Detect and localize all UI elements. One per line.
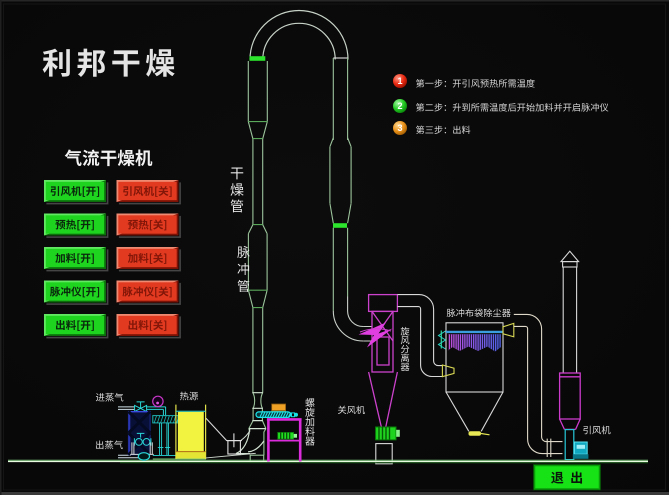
svg-text:3: 3 [397,123,402,133]
svg-text:1: 1 [397,76,402,86]
svg-text:2: 2 [397,101,402,111]
